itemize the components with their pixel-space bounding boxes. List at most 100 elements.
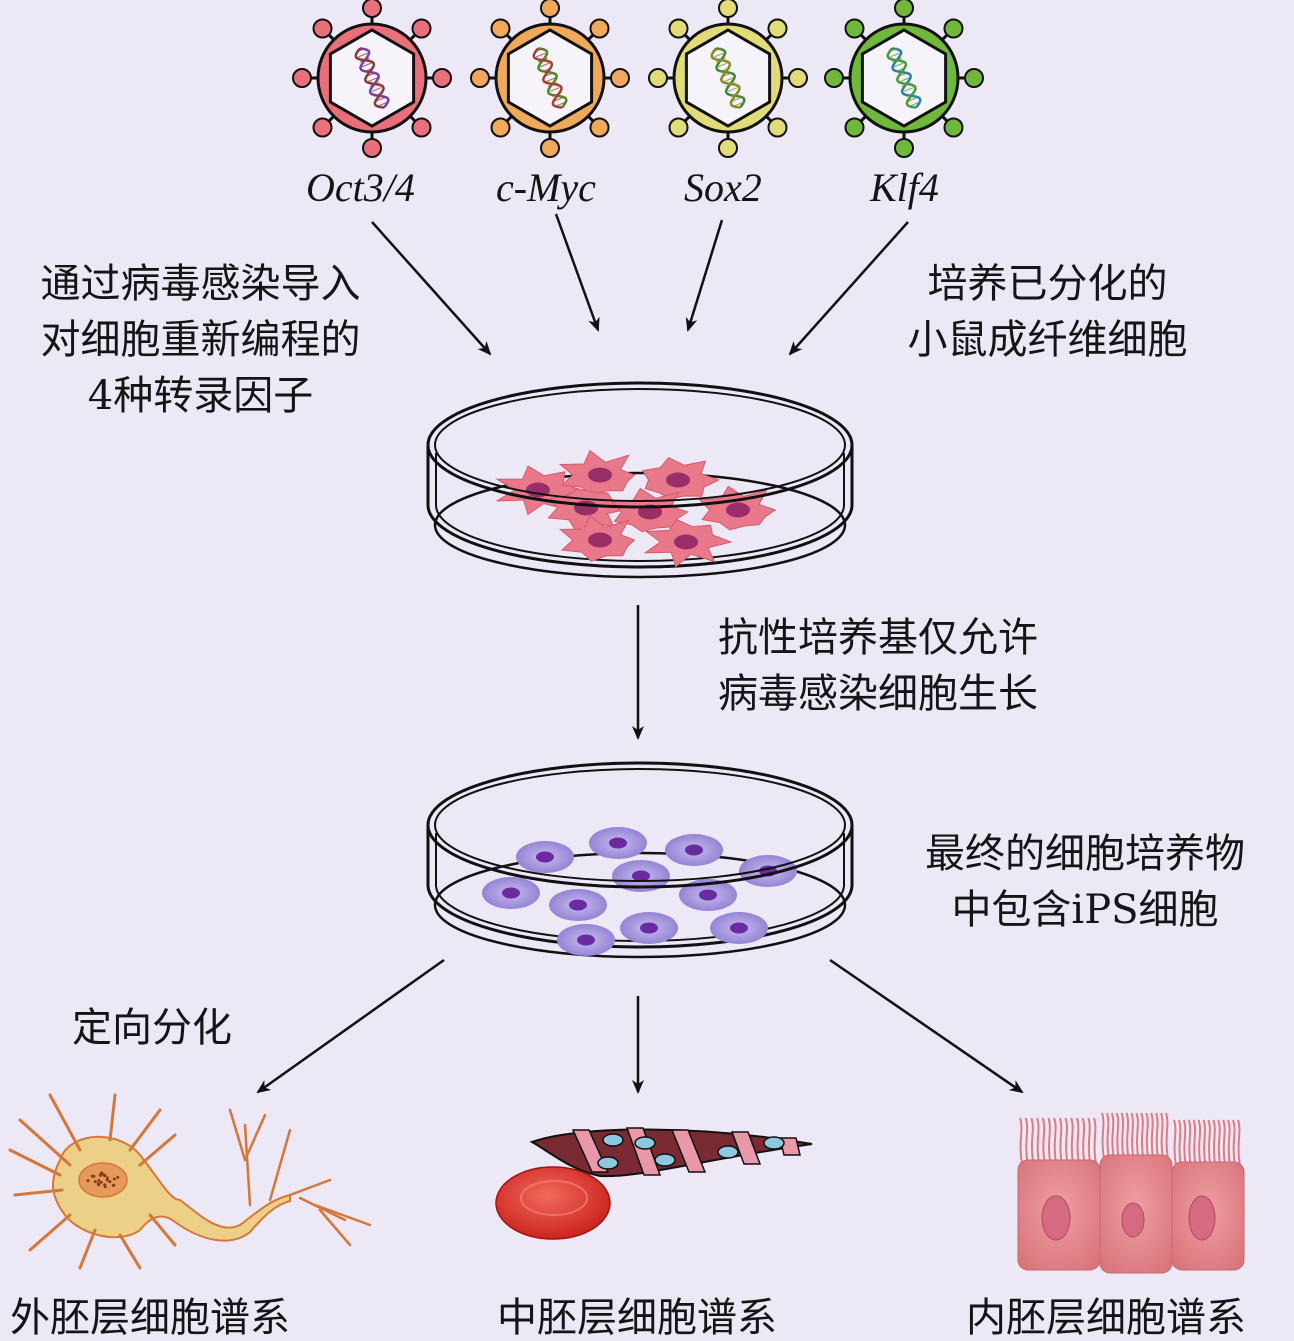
virus-spike	[292, 68, 312, 88]
dish-rim-inner	[434, 388, 846, 502]
gene-label-klf4: Klf4	[870, 165, 939, 210]
dish-wall	[426, 825, 854, 949]
label-line: 最终的细胞培养物	[925, 831, 1245, 877]
virus-spike	[788, 68, 808, 88]
cilium	[1115, 1112, 1120, 1160]
virus-spike	[767, 117, 788, 138]
cilium	[1093, 1117, 1097, 1165]
virus-hexagon	[328, 28, 416, 128]
gene-label-oct34: Oct3/4	[306, 165, 415, 210]
fibroblast-cell	[643, 518, 733, 568]
axon-terminal	[288, 1178, 332, 1197]
virus-spike	[767, 18, 788, 39]
nucleus	[536, 851, 554, 863]
virus-spike	[943, 18, 964, 39]
virus-group	[292, 0, 984, 158]
virus-spike	[718, 138, 738, 158]
nucleus	[502, 887, 520, 899]
ips-cell	[482, 877, 540, 909]
dendrite	[78, 1228, 97, 1270]
arrow	[256, 958, 445, 1094]
red-blood-cell	[495, 1166, 611, 1240]
nucleus	[78, 1162, 128, 1198]
epithelial-cell	[1099, 1112, 1173, 1274]
cilium	[1173, 1119, 1177, 1167]
virus-icon	[648, 0, 808, 158]
nucleus	[588, 467, 612, 483]
dendrite	[48, 1093, 82, 1152]
nucleus	[726, 502, 750, 518]
label-line: 4种转录因子	[87, 373, 314, 419]
fibroblast-cell	[641, 456, 720, 500]
fibroblast-cell	[558, 514, 636, 562]
nucleus	[730, 922, 748, 934]
ips-cell	[739, 855, 797, 887]
fibroblast-cell	[698, 485, 777, 531]
ips-cell	[620, 912, 678, 944]
cilium	[1155, 1112, 1160, 1160]
ips-cell	[557, 924, 615, 956]
nucleus	[577, 934, 595, 946]
cilium	[1019, 1117, 1023, 1165]
arrow	[554, 213, 600, 332]
nucleus	[685, 844, 703, 856]
muscle-nucleus	[634, 1136, 656, 1150]
virus-spike	[668, 117, 689, 138]
dish-rim	[426, 381, 854, 509]
cilium	[1030, 1117, 1035, 1165]
dish-rim-inner	[434, 768, 846, 882]
virus-spike	[943, 117, 964, 138]
dendrite	[8, 1148, 62, 1177]
cilium	[1110, 1112, 1115, 1160]
ips-cell	[589, 827, 647, 859]
virus-spike	[362, 0, 382, 18]
cilium	[1217, 1119, 1222, 1167]
virus-spike	[668, 18, 689, 39]
nucleus	[1188, 1195, 1216, 1241]
cilium	[1036, 1117, 1041, 1165]
axon-terminal	[243, 1113, 267, 1162]
virus-icon	[824, 0, 984, 158]
label-transcription-factors: 通过病毒感染导入 对细胞重新编程的 4种转录因子	[8, 256, 393, 424]
label-line: 抗性培养基仅允许	[718, 615, 1038, 661]
dendrite	[18, 1118, 72, 1167]
dish-wall	[426, 445, 854, 569]
nucleus	[1041, 1195, 1071, 1241]
cilium	[1187, 1119, 1192, 1167]
dna-icon	[886, 47, 922, 109]
cilium	[1197, 1119, 1202, 1167]
cilium	[1160, 1112, 1165, 1160]
virus-spike	[490, 18, 511, 39]
arrow	[788, 221, 909, 356]
virus-spike	[844, 117, 865, 138]
cilium	[1177, 1119, 1182, 1167]
cilium	[1081, 1117, 1086, 1165]
muscle-nucleus	[654, 1153, 676, 1167]
cilium	[1140, 1112, 1145, 1160]
muscle-stripe	[779, 1137, 801, 1156]
petri-dish-ips-cells	[426, 761, 854, 959]
cilium	[1182, 1119, 1187, 1167]
label-selection-medium: 抗性培养基仅允许 病毒感染细胞生长	[718, 610, 1038, 722]
arrow	[685, 219, 724, 332]
dendrite	[118, 1233, 142, 1270]
cilium	[1041, 1117, 1046, 1165]
virus-icon	[292, 0, 452, 158]
label-ectoderm-lineage: 外胚层细胞谱系	[10, 1295, 290, 1341]
ips-cell	[612, 860, 670, 892]
cilium	[1070, 1117, 1075, 1165]
muscle-nucleus	[763, 1136, 785, 1150]
virus-spike	[432, 68, 452, 88]
dendrite	[108, 1093, 117, 1142]
nucleus	[574, 500, 598, 516]
virus-hexagon	[684, 28, 772, 128]
cilium	[1105, 1112, 1110, 1160]
virus-spike	[844, 18, 865, 39]
nucleus	[569, 899, 587, 911]
axon-terminal	[243, 1123, 252, 1207]
arrow-group	[256, 213, 1024, 1094]
arrow	[829, 958, 1024, 1094]
axon-terminal	[268, 1128, 292, 1202]
virus-spike	[589, 117, 610, 138]
epithelial-cell	[1171, 1119, 1245, 1271]
